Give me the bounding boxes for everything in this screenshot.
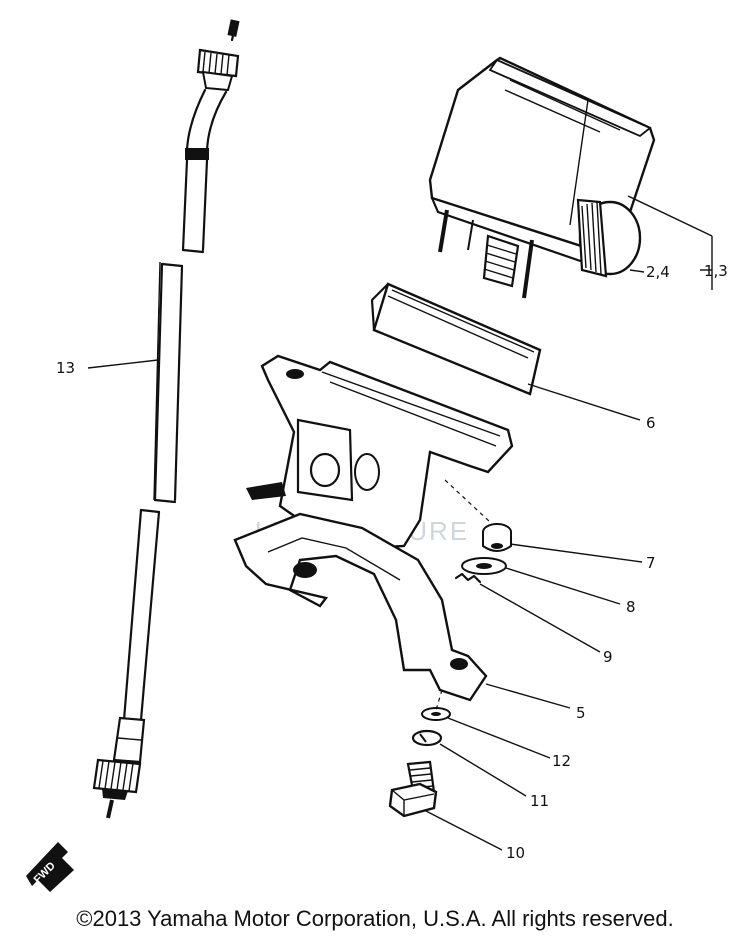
callout-1-3: 1,3 (704, 262, 728, 280)
clip-part-9 (454, 572, 482, 584)
washer-part-8 (461, 557, 507, 575)
callout-5: 5 (576, 704, 586, 722)
grommet-part-7 (482, 523, 512, 552)
callout-12: 12 (552, 752, 571, 770)
callout-2-4: 2,4 (646, 263, 670, 281)
bolt-part-10 (388, 760, 438, 818)
speedometer-meter (428, 56, 656, 299)
alignment-lines (435, 479, 491, 711)
speedometer-cable (92, 19, 240, 819)
callout-13: 13 (56, 359, 75, 377)
callout-7: 7 (646, 554, 656, 572)
washer-part-12 (421, 707, 451, 721)
copyright-notice: ©2013 Yamaha Motor Corporation, U.S.A. A… (76, 906, 674, 931)
meter-cushion (370, 282, 542, 396)
meter-bracket (233, 354, 514, 702)
callout-11: 11 (530, 792, 549, 810)
callout-9: 9 (603, 648, 613, 666)
leader-lines (87, 195, 713, 851)
callout-6: 6 (646, 414, 656, 432)
lock-washer-part-11 (411, 729, 443, 747)
callout-10: 10 (506, 844, 525, 862)
fwd-arrow-icon: FWD (26, 842, 74, 892)
callout-8: 8 (626, 598, 636, 616)
